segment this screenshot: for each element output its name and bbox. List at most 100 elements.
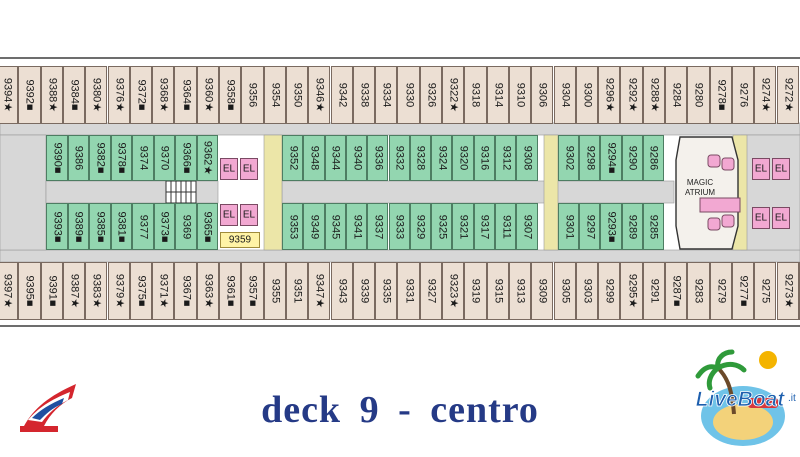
cabin-outer[interactable]: 9372■ [129, 66, 153, 124]
cabin-inner[interactable]: 9344 [324, 135, 346, 181]
cabin-inner[interactable]: 9349 [303, 203, 325, 250]
cabin-outer[interactable]: 9304 [553, 66, 576, 124]
cabin-inner[interactable]: 9308 [516, 135, 538, 181]
cabin-outer[interactable]: 9388★ [40, 66, 63, 124]
cabin-outer[interactable]: 9395■ [18, 262, 41, 320]
cabin-outer[interactable]: 9387★ [62, 262, 86, 320]
cabin-inner[interactable]: 9378■ [110, 135, 132, 181]
cabin-inner[interactable]: 9301 [558, 203, 580, 250]
cabin-outer[interactable]: 9278■ [709, 66, 732, 124]
cabin-outer[interactable]: 9343 [330, 262, 353, 320]
cabin-outer[interactable]: 9330 [397, 66, 420, 124]
cabin-outer[interactable]: 9306 [531, 66, 554, 124]
cabin-outer[interactable]: 9271 [798, 262, 800, 320]
cabin-inner[interactable]: 9290 [621, 135, 643, 181]
cabin-outer[interactable]: 9315 [486, 262, 509, 320]
cabin-outer[interactable]: 9354 [263, 66, 286, 124]
cabin-inner[interactable]: 9325 [431, 203, 453, 250]
cabin-outer[interactable]: 9380★ [85, 66, 108, 124]
cabin-outer[interactable]: 9284 [665, 66, 688, 124]
cabin-inner[interactable]: 9362★ [196, 135, 218, 181]
cabin-inner[interactable]: 9289 [621, 203, 643, 250]
cabin-outer[interactable]: 9363★ [196, 262, 219, 320]
cabin-inner[interactable]: 9312 [495, 135, 517, 181]
cabin-inner[interactable]: 9336 [367, 135, 389, 181]
cabin-outer[interactable]: 9357■ [241, 262, 264, 320]
cabin-inner[interactable]: 9352 [282, 135, 304, 181]
cabin-inner[interactable]: 9393■ [46, 203, 68, 250]
cabin-outer[interactable]: 9335 [375, 262, 398, 320]
cabin-inner[interactable]: 9332 [388, 135, 410, 181]
cabin-outer[interactable]: 9375■ [129, 262, 153, 320]
highlighted-cabin[interactable]: 9359 [220, 232, 260, 248]
cabin-inner[interactable]: 9382■ [89, 135, 111, 181]
cabin-outer[interactable]: 9295★ [620, 262, 643, 320]
cabin-inner[interactable]: 9385■ [89, 203, 111, 250]
cabin-outer[interactable]: 9309 [531, 262, 554, 320]
cabin-outer[interactable]: 9327 [419, 262, 442, 320]
cabin-outer[interactable]: 9376★ [107, 66, 130, 124]
cabin-inner[interactable]: 9340 [345, 135, 368, 181]
cabin-outer[interactable]: 9383★ [85, 262, 108, 320]
cabin-outer[interactable]: 9391■ [40, 262, 63, 320]
cabin-outer[interactable]: 9356 [241, 66, 264, 124]
cabin-inner[interactable]: 9328 [409, 135, 432, 181]
cabin-inner[interactable]: 9337 [367, 203, 389, 250]
cabin-inner[interactable]: 9324 [431, 135, 453, 181]
cabin-inner[interactable]: 9377 [132, 203, 154, 250]
cabin-inner[interactable]: 9381■ [110, 203, 132, 250]
cabin-outer[interactable]: 9339 [352, 262, 376, 320]
cabin-inner[interactable]: 9307 [516, 203, 538, 250]
cabin-outer[interactable]: 9338 [352, 66, 376, 124]
cabin-outer[interactable]: 9318 [464, 66, 487, 124]
cabin-inner[interactable]: 9345 [324, 203, 346, 250]
cabin-inner[interactable]: 9370 [153, 135, 175, 181]
cabin-inner[interactable]: 9294■ [600, 135, 622, 181]
cabin-outer[interactable]: 9273★ [776, 262, 799, 320]
cabin-outer[interactable]: 9361■ [219, 262, 242, 320]
cabin-outer[interactable]: 9288★ [642, 66, 665, 124]
cabin-inner[interactable]: 9374 [132, 135, 154, 181]
cabin-inner[interactable]: 9321 [452, 203, 474, 250]
cabin-outer[interactable]: 9358■ [219, 66, 242, 124]
cabin-outer[interactable]: 9360★ [196, 66, 219, 124]
cabin-outer[interactable]: 9319 [464, 262, 487, 320]
cabin-outer[interactable]: 9291 [642, 262, 665, 320]
cabin-inner[interactable]: 9317 [473, 203, 495, 250]
cabin-outer[interactable]: 9367■ [174, 262, 197, 320]
cabin-outer[interactable]: 9287■ [665, 262, 688, 320]
cabin-outer[interactable]: 9331 [397, 262, 420, 320]
cabin-outer[interactable]: 9323★ [442, 262, 465, 320]
cabin-inner[interactable]: 9369 [175, 203, 197, 250]
cabin-inner[interactable]: 9333 [388, 203, 410, 250]
cabin-outer[interactable]: 9314 [486, 66, 509, 124]
cabin-inner[interactable]: 9386 [67, 135, 89, 181]
cabin-inner[interactable]: 9353 [282, 203, 304, 250]
cabin-outer[interactable]: 9384■ [62, 66, 86, 124]
cabin-outer[interactable]: 9275 [754, 262, 777, 320]
cabin-outer[interactable]: 9371★ [152, 262, 175, 320]
cabin-outer[interactable]: 9277■ [731, 262, 755, 320]
cabin-outer[interactable]: 9292★ [620, 66, 643, 124]
cabin-outer[interactable]: 9276 [731, 66, 755, 124]
cabin-inner[interactable]: 9329 [409, 203, 432, 250]
cabin-outer[interactable]: 9303 [575, 262, 599, 320]
cabin-inner[interactable]: 9286 [642, 135, 664, 181]
cabin-inner[interactable]: 9365■ [196, 203, 218, 250]
cabin-outer[interactable]: 9322★ [442, 66, 465, 124]
cabin-outer[interactable]: 9364■ [174, 66, 197, 124]
cabin-inner[interactable]: 9320 [452, 135, 474, 181]
cabin-inner[interactable]: 9297 [579, 203, 601, 250]
cabin-outer[interactable]: 9296★ [598, 66, 621, 124]
cabin-inner[interactable]: 9373■ [153, 203, 175, 250]
cabin-inner[interactable]: 9348 [303, 135, 325, 181]
cabin-outer[interactable]: 9392■ [18, 66, 41, 124]
cabin-outer[interactable]: 9279 [709, 262, 732, 320]
cabin-outer[interactable]: 9347★ [308, 262, 331, 320]
cabin-outer[interactable]: 9313 [508, 262, 532, 320]
cabin-outer[interactable]: 9397★ [0, 262, 19, 320]
cabin-outer[interactable]: 9355 [263, 262, 286, 320]
cabin-inner[interactable]: 9389■ [67, 203, 89, 250]
cabin-outer[interactable]: 9299 [598, 262, 621, 320]
cabin-inner[interactable]: 9366■ [175, 135, 197, 181]
